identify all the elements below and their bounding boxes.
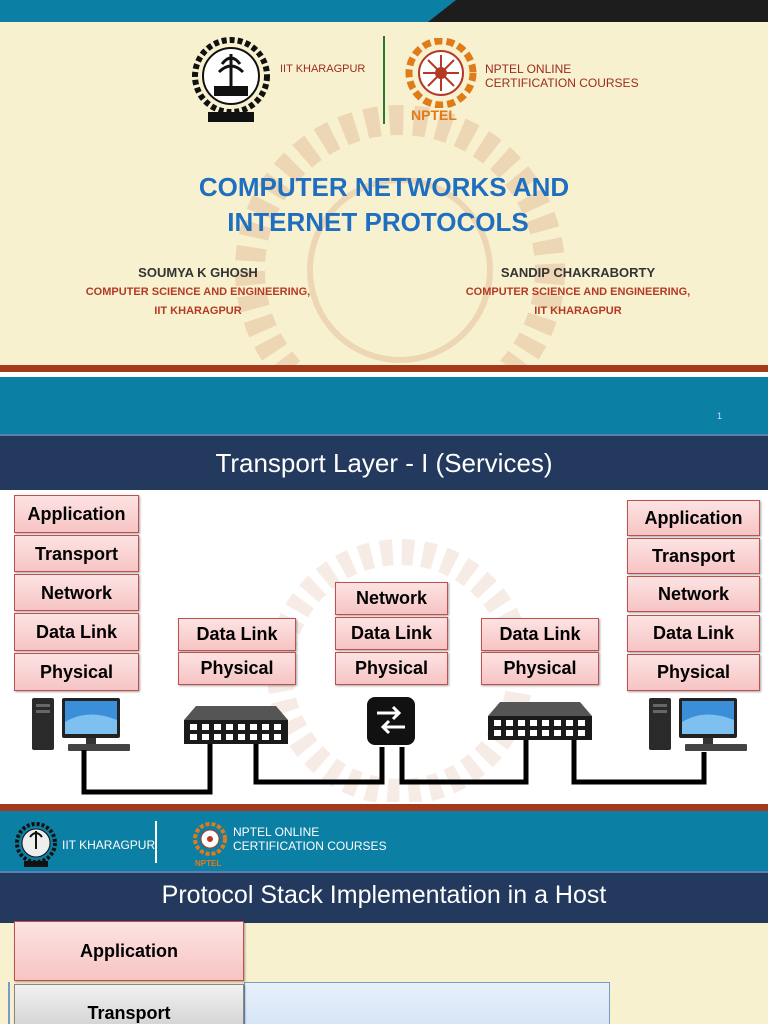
iit-kharagpur-logo bbox=[15, 822, 57, 867]
host-left-datalink: Data Link bbox=[14, 613, 139, 651]
nptel-logo bbox=[405, 38, 477, 108]
author2-inst: IIT KHARAGPUR bbox=[534, 305, 622, 317]
slide-header-bar: IIT KHARAGPUR NPTEL NPTEL ONLINE CERTIFI… bbox=[0, 811, 768, 871]
router-network: Network bbox=[335, 582, 448, 615]
logo-divider bbox=[383, 36, 385, 124]
layer-label: Network bbox=[355, 588, 427, 608]
router-datalink: Data Link bbox=[335, 617, 448, 650]
nptel-watermark bbox=[235, 105, 565, 370]
author2-dept: COMPUTER SCIENCE AND ENGINEERING, bbox=[465, 286, 691, 298]
host-right-physical: Physical bbox=[627, 654, 760, 691]
slide-header-bar: 1 bbox=[0, 377, 768, 435]
layer-label: Physical bbox=[503, 658, 577, 678]
author1-inst: IIT KHARAGPUR bbox=[154, 305, 242, 317]
nptel-line1: NPTEL ONLINE bbox=[233, 825, 320, 839]
author1-affiliation: COMPUTER SCIENCE AND ENGINEERING, IIT KH… bbox=[48, 283, 348, 321]
layer-label: Network bbox=[40, 583, 112, 603]
computer-right-icon bbox=[649, 698, 747, 751]
iit-kharagpur-logo bbox=[192, 37, 270, 122]
layer-label: Transport bbox=[651, 546, 735, 566]
layer-label: Physical bbox=[354, 658, 429, 678]
layer-label: Data Link bbox=[196, 624, 278, 644]
router-physical: Physical bbox=[335, 652, 448, 685]
layer-label: Network bbox=[657, 584, 729, 604]
nptel-wordmark: NPTEL bbox=[411, 107, 457, 123]
author2-name: SANDIP CHAKRABORTY bbox=[500, 265, 656, 280]
host-left-application: Application bbox=[14, 495, 139, 533]
page-number: 1 bbox=[716, 411, 722, 421]
iit-name: IIT KHARAGPUR bbox=[62, 838, 156, 852]
protocol-stack-slide: IIT KHARAGPUR NPTEL NPTEL ONLINE CERTIFI… bbox=[0, 804, 768, 1024]
network-cables bbox=[81, 740, 707, 795]
host-left-transport: Transport bbox=[14, 535, 139, 572]
layer-label: Data Link bbox=[499, 624, 581, 644]
nptel-line2: CERTIFICATION COURSES bbox=[233, 839, 387, 853]
layer-label: Data Link bbox=[652, 623, 735, 643]
switch-left-physical: Physical bbox=[178, 652, 296, 685]
logo-divider bbox=[155, 821, 157, 863]
top-accent-bar bbox=[0, 804, 768, 811]
switch-right-datalink: Data Link bbox=[481, 618, 599, 651]
nptel-caption: NPTEL ONLINE CERTIFICATION COURSES bbox=[233, 825, 387, 853]
switch-right-physical: Physical bbox=[481, 652, 599, 685]
top-banner-dark bbox=[428, 0, 768, 22]
course-title-line1: COMPUTER NETWORKS AND bbox=[198, 172, 570, 202]
host-left-network: Network bbox=[14, 574, 139, 611]
author1-name: SOUMYA K GHOSH bbox=[138, 265, 258, 280]
layer-label: Transport bbox=[34, 544, 118, 564]
host-right-network: Network bbox=[627, 576, 760, 612]
stack-application: Application bbox=[14, 921, 244, 981]
host-right-application: Application bbox=[627, 500, 760, 536]
layer-label: Application bbox=[27, 504, 126, 524]
layer-label: Physical bbox=[200, 658, 274, 678]
nptel-wordmark: NPTEL bbox=[195, 859, 222, 868]
nptel-logo bbox=[193, 822, 227, 856]
nptel-line1: NPTEL ONLINE bbox=[485, 62, 572, 76]
slide-title-bar: Protocol Stack Implementation in a Host bbox=[0, 871, 768, 923]
author2-affiliation: COMPUTER SCIENCE AND ENGINEERING, IIT KH… bbox=[428, 283, 728, 321]
nptel-line2: CERTIFICATION COURSES bbox=[485, 76, 639, 90]
layer-label: Data Link bbox=[35, 622, 118, 642]
layer-label: Physical bbox=[39, 662, 114, 682]
computer-left-icon bbox=[32, 698, 130, 751]
router-icon bbox=[367, 697, 415, 745]
layer-label: Application bbox=[644, 508, 743, 528]
layer-label: Data Link bbox=[350, 623, 433, 643]
slide-title: Protocol Stack Implementation in a Host bbox=[161, 881, 607, 909]
title-slide: IIT KHARAGPUR NPTEL NPTEL ONLINE CERTIFI… bbox=[0, 0, 768, 372]
switch-left-datalink: Data Link bbox=[178, 618, 296, 651]
slide-title-bar: Transport Layer - I (Services) bbox=[0, 434, 768, 490]
slide-title: Transport Layer - I (Services) bbox=[215, 448, 553, 478]
host-right-datalink: Data Link bbox=[627, 615, 760, 652]
switch-right-icon bbox=[488, 702, 592, 740]
iit-name: IIT KHARAGPUR bbox=[280, 63, 366, 75]
author1-dept: COMPUTER SCIENCE AND ENGINEERING, bbox=[85, 286, 311, 298]
stack-left-edge bbox=[8, 982, 10, 1024]
transport-detail-box bbox=[244, 982, 610, 1024]
course-title-line2: INTERNET PROTOCOLS bbox=[227, 207, 529, 237]
layer-label: Application bbox=[80, 941, 178, 961]
bottom-banner bbox=[0, 365, 768, 372]
layer-label: Transport bbox=[87, 1003, 171, 1023]
host-left-physical: Physical bbox=[14, 653, 139, 691]
nptel-caption: NPTEL ONLINE CERTIFICATION COURSES bbox=[485, 62, 639, 90]
switch-left-icon bbox=[184, 706, 288, 744]
layer-label: Physical bbox=[656, 662, 731, 682]
transport-layer-slide: 1 Transport Layer - I (Services) Applica… bbox=[0, 372, 768, 804]
stack-transport: Transport bbox=[14, 984, 244, 1024]
host-right-transport: Transport bbox=[627, 538, 760, 574]
